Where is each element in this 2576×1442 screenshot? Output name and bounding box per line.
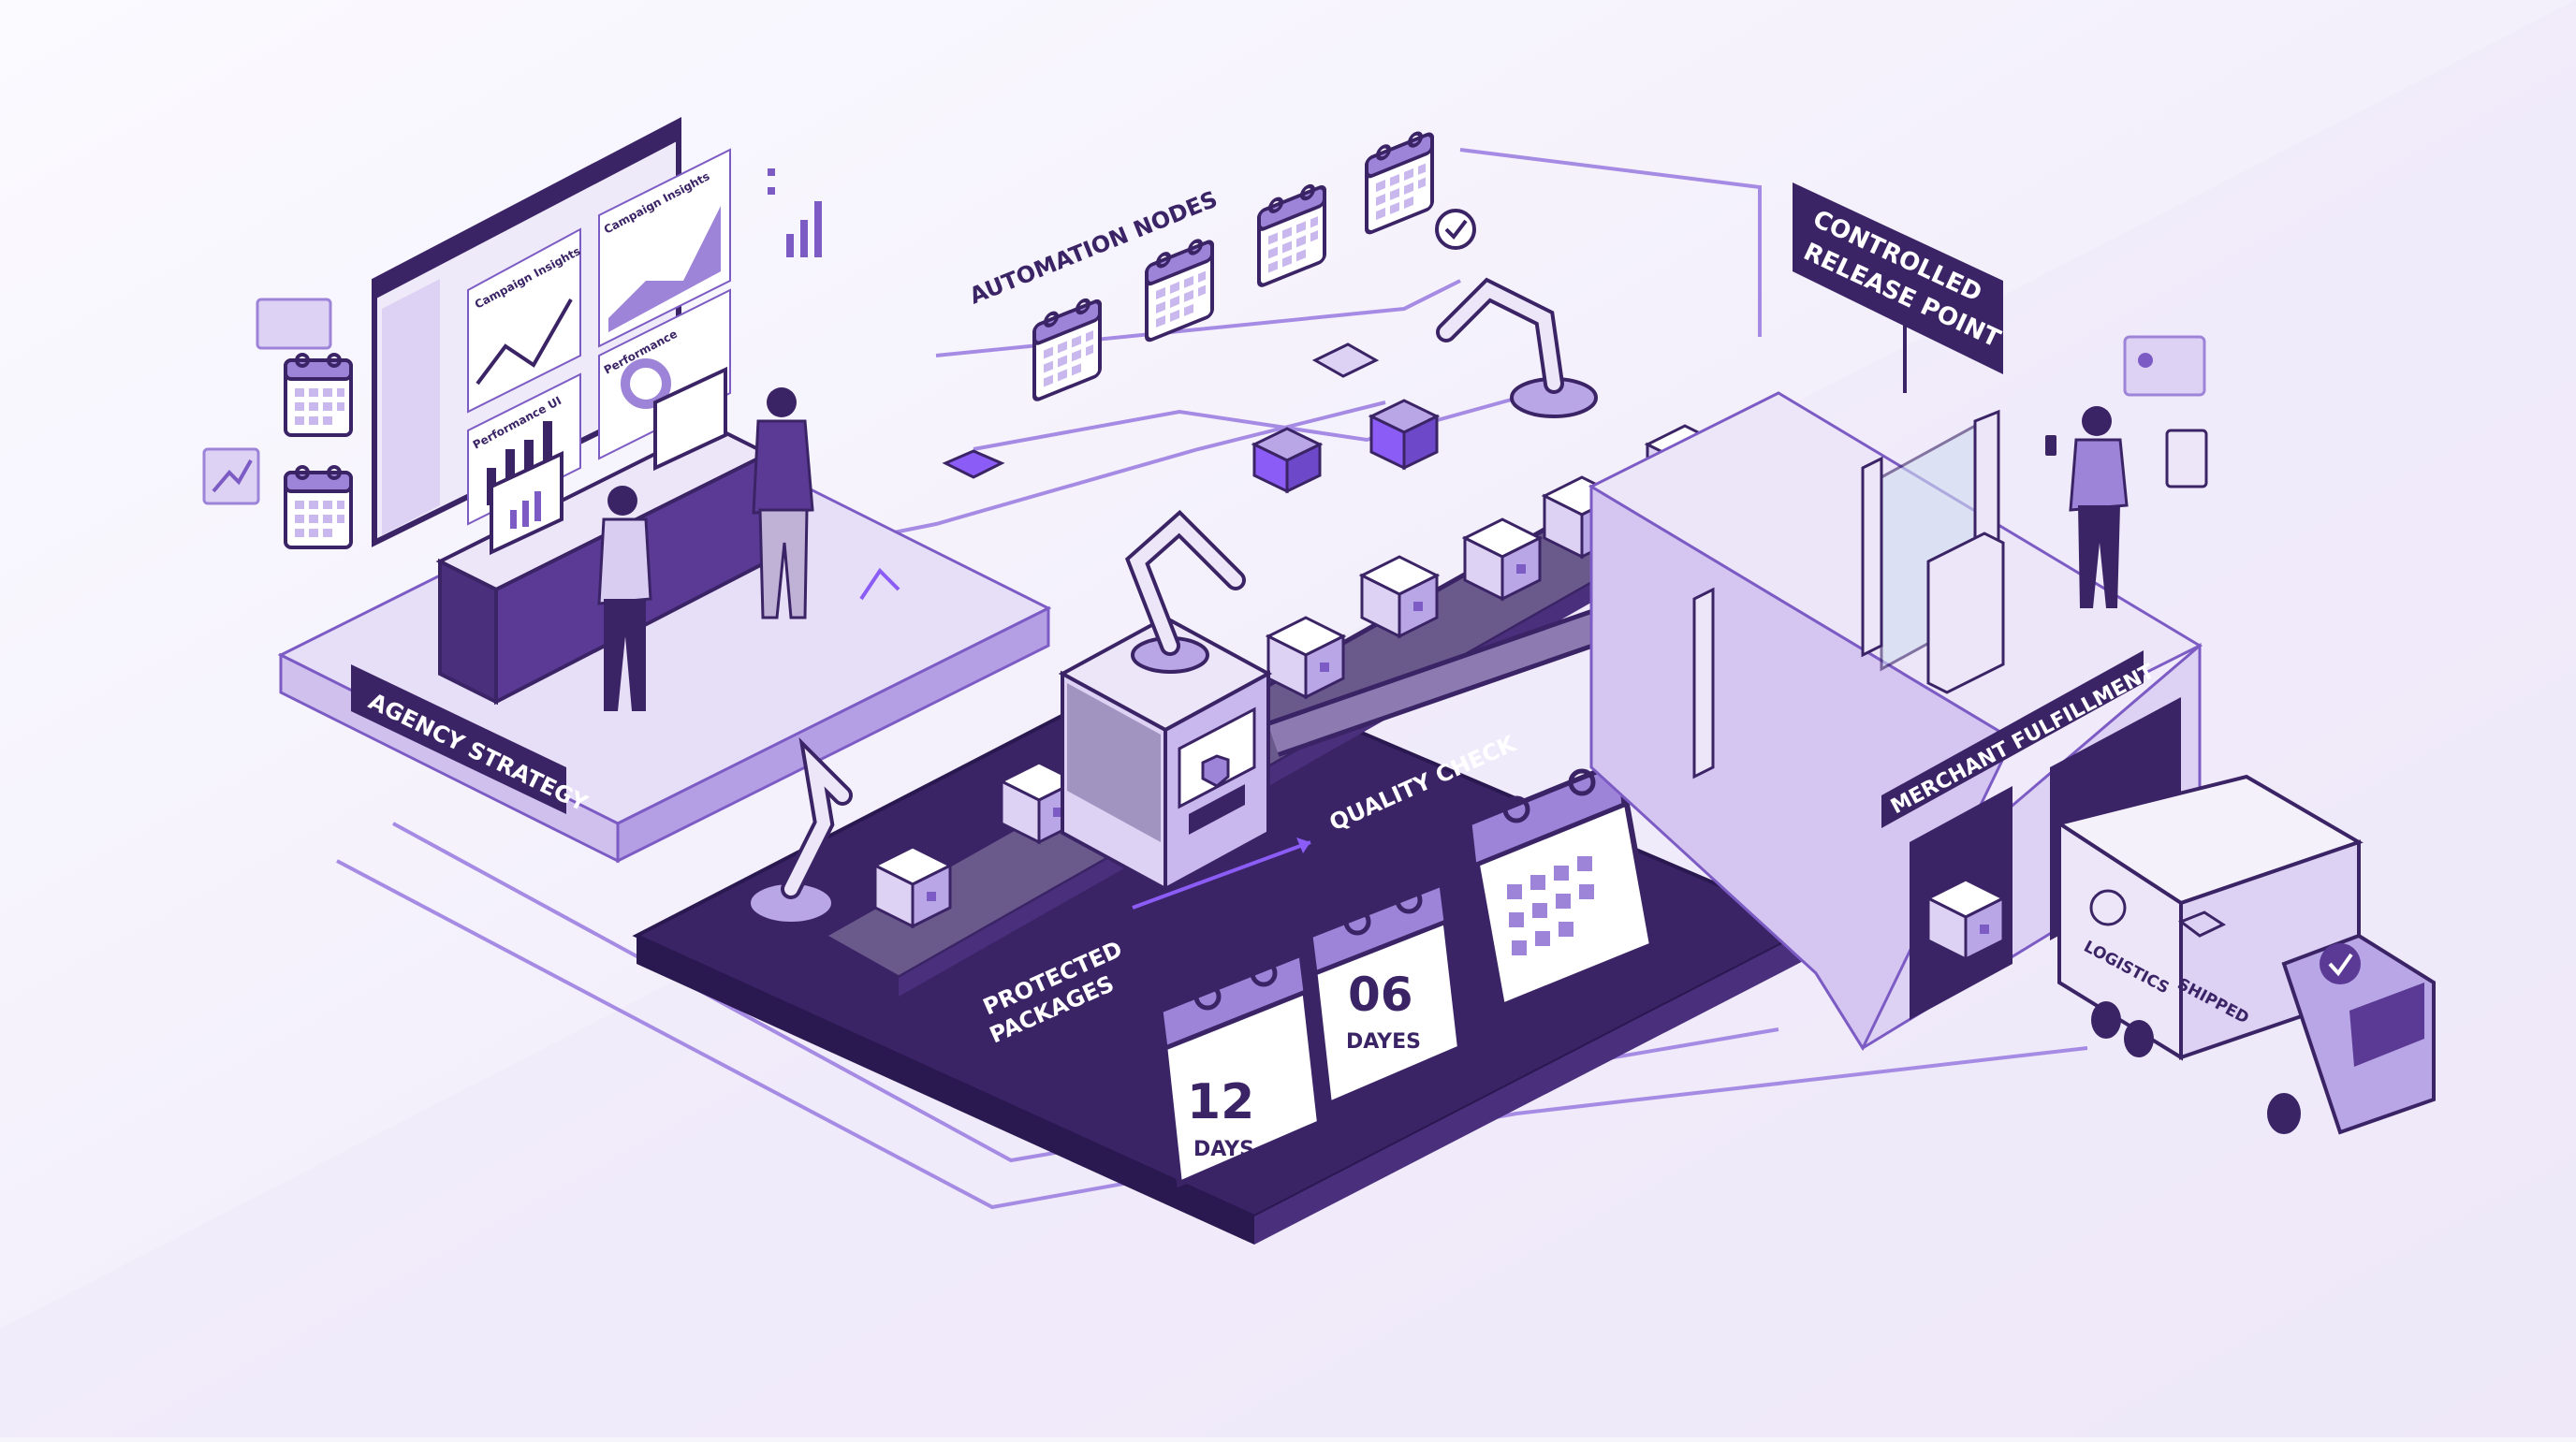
cal-12-unit: DAYS	[1193, 1138, 1254, 1161]
calendar-06-dayes: 06 DAYES	[1307, 880, 1464, 1109]
person-with-phone	[2045, 406, 2129, 608]
calculator-icon	[2165, 429, 2208, 488]
profile-card-icon	[2123, 335, 2206, 397]
delivery-truck: LOGISTICS SHIPPED	[2055, 774, 2436, 1135]
keypad	[1189, 784, 1245, 835]
campaign-dashboard: Campaign Insights Campaign Insights Perf…	[372, 117, 731, 547]
check-circle-icon	[1435, 209, 1476, 250]
automation-node-cubes	[942, 342, 1441, 494]
production-floor	[632, 652, 1821, 1245]
release-gate	[1692, 409, 2005, 779]
person-seated	[597, 486, 652, 711]
automation-calendars	[1034, 127, 1476, 401]
calendar-large-grid	[1466, 758, 1656, 1011]
phone-icon	[2045, 435, 2056, 456]
cal-12-number: 12	[1187, 1074, 1254, 1130]
robot-arm-left	[747, 736, 853, 925]
node-cube-2	[1368, 399, 1441, 471]
person-standing	[752, 387, 814, 619]
globe-icon	[2089, 889, 2127, 926]
cal-06-unit: DAYES	[1346, 1030, 1421, 1054]
cal-06-number: 06	[1348, 968, 1413, 1022]
quality-scanner	[1058, 615, 1273, 893]
check-badge-icon	[2320, 943, 2361, 984]
node-cube-1	[1251, 427, 1324, 494]
package-icon	[2177, 910, 2227, 938]
right-floating-icons	[2123, 335, 2208, 488]
chat-bubble-icon	[256, 298, 332, 350]
robot-arm-top	[1436, 277, 1598, 418]
kiosk	[1926, 532, 2005, 694]
calendar-12-days: 12 DAYS	[1157, 950, 1324, 1188]
trend-up-icon	[212, 459, 253, 493]
shield-icon	[1201, 754, 1230, 788]
left-floating-icons	[202, 168, 822, 549]
robot-arm-center	[1124, 509, 1246, 674]
monitor-2	[653, 366, 727, 472]
